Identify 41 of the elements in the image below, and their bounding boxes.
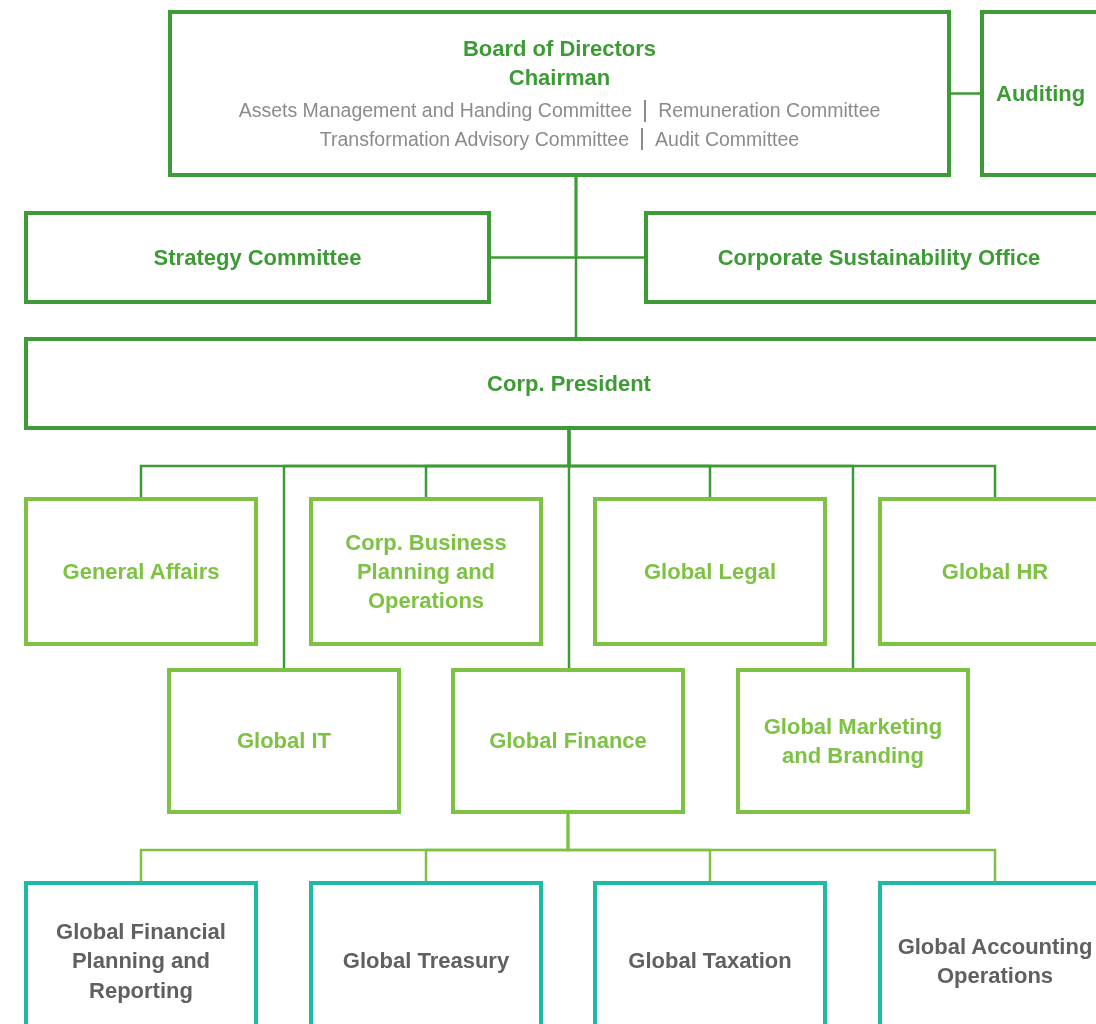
org-box <box>593 497 827 646</box>
org-box <box>980 10 1096 177</box>
committee-name: Audit Committee <box>655 126 800 152</box>
chairman-title: Chairman <box>508 64 611 93</box>
org-box <box>309 881 543 1024</box>
board-title: Board of Directors <box>462 35 657 63</box>
org-box <box>593 881 827 1024</box>
unit-name: Global IT <box>236 727 332 756</box>
unit-name: Corp. President <box>487 369 651 398</box>
connector-line <box>574 177 578 337</box>
org-box <box>24 211 491 304</box>
org-box <box>451 668 685 814</box>
unit-name: Global Treasury <box>342 947 510 976</box>
org-box <box>24 497 258 646</box>
unit-name: Global HR <box>941 557 1049 586</box>
unit-name: Auditing <box>996 79 1086 108</box>
org-box <box>878 881 1096 1024</box>
unit-name: Strategy Committee <box>153 243 362 272</box>
org-box <box>736 668 970 814</box>
org-box <box>644 211 1096 304</box>
unit-name: Global Marketing and Branding <box>762 712 944 770</box>
unit-name: Global Accounting Operations <box>896 932 1094 990</box>
unit-name: General Affairs <box>62 557 220 586</box>
unit-name: Corp. Business Planning and Operations <box>344 528 508 616</box>
unit-name: Global Financial Planning and Reporting <box>55 918 227 1005</box>
org-box <box>24 881 258 1024</box>
unit-name: Global Taxation <box>628 947 792 976</box>
unit-name: Global Finance <box>489 727 647 756</box>
unit-name: Corporate Sustainability Office <box>717 243 1041 272</box>
committee-name: Remuneration Committee <box>658 98 881 124</box>
org-box <box>309 497 543 646</box>
connector-line <box>566 814 997 881</box>
committee-name: Transformation Advisory Committee <box>319 126 630 152</box>
org-box <box>878 497 1096 646</box>
org-box <box>168 10 951 177</box>
connector-line <box>951 92 980 95</box>
connector-line <box>567 430 855 668</box>
unit-name: Global Legal <box>644 557 776 586</box>
org-box <box>24 337 1096 430</box>
org-box <box>167 668 401 814</box>
committee-name: Assets Management and Handing Committee <box>238 98 633 124</box>
